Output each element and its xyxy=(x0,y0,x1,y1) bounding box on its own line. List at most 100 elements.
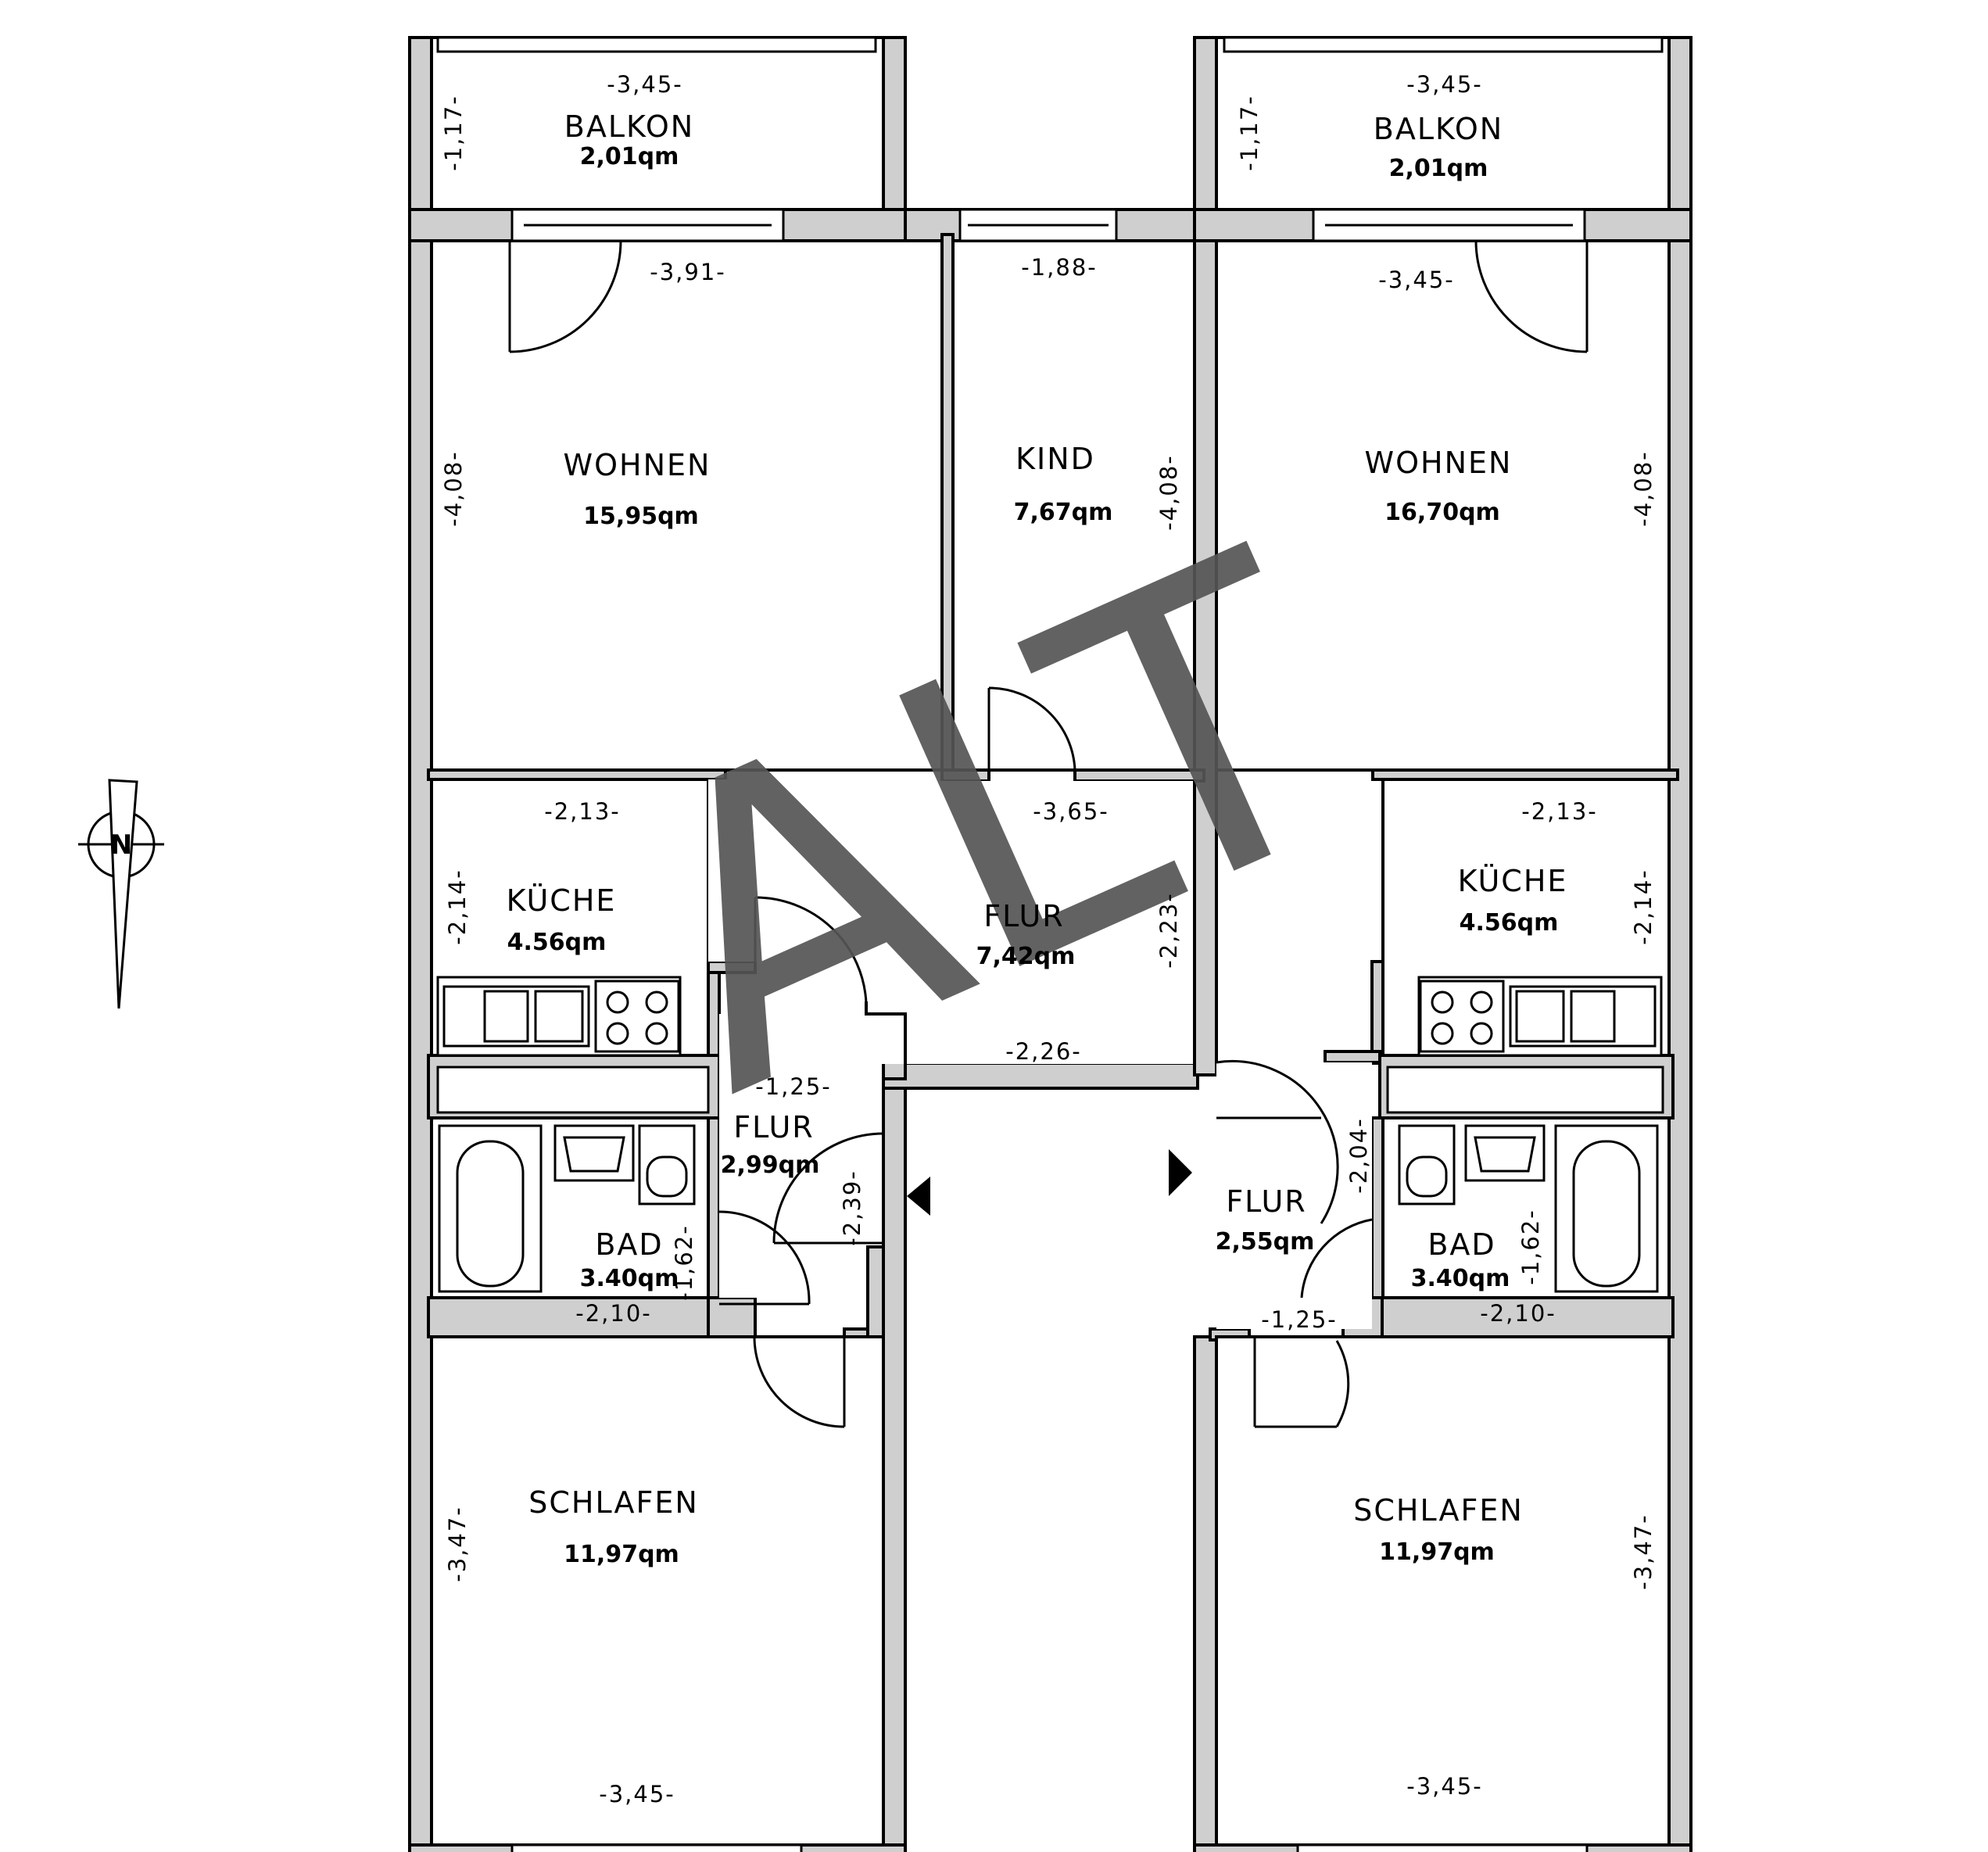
dimension-label: -3,47- xyxy=(1630,1513,1657,1590)
bath-right xyxy=(1398,1124,1659,1293)
room-name: WOHNEN xyxy=(1365,446,1513,480)
room-area: 2,55qm xyxy=(1216,1228,1315,1256)
door-swing xyxy=(1216,1059,1339,1224)
room-flur-right xyxy=(1216,1062,1372,1329)
dimension-label: -1,17- xyxy=(440,95,467,171)
room-wohnen-right xyxy=(1215,239,1671,772)
burner xyxy=(1431,1022,1454,1045)
burner xyxy=(645,990,668,1014)
room-wohnen-left xyxy=(430,239,944,772)
entrance-arrow-left xyxy=(907,1177,930,1216)
door-swing xyxy=(754,896,868,1004)
door-swing xyxy=(753,1336,845,1428)
door-swing xyxy=(1335,1340,1350,1428)
room-name: BAD xyxy=(595,1227,663,1262)
dimension-label: -2,04- xyxy=(1345,1117,1372,1194)
bathtub-inner xyxy=(1572,1140,1641,1288)
window xyxy=(1223,36,1664,53)
sink-basin xyxy=(1515,990,1565,1043)
wall xyxy=(1324,1050,1381,1064)
north-arrow-icon xyxy=(108,779,138,1009)
room-area: 11,97qm xyxy=(1379,1539,1495,1566)
dimension-label: -2,26- xyxy=(1005,1038,1082,1065)
dimension-label: -1,62- xyxy=(671,1224,697,1301)
dimension-label: -4,08- xyxy=(1630,450,1657,527)
wall xyxy=(1193,1335,1218,1852)
sink-basin xyxy=(483,990,529,1043)
bathtub-inner xyxy=(456,1140,525,1288)
dimension-labels: -3,45- -1,17- -3,91- -4,08- -1,88- -4,08… xyxy=(440,71,1657,1807)
burner xyxy=(645,1022,668,1045)
wall xyxy=(1370,960,1384,1065)
room-balkon-left xyxy=(430,36,885,211)
wall xyxy=(1667,36,1692,1852)
room-schlafen-right xyxy=(1215,1335,1671,1847)
room-area: 7,67qm xyxy=(1014,499,1113,526)
room-balkon-right xyxy=(1215,36,1671,211)
bath-left xyxy=(438,1124,696,1293)
dimension-label: -1,62- xyxy=(1517,1209,1544,1285)
window xyxy=(510,1843,803,1852)
toilet-bowl xyxy=(646,1155,688,1198)
compass: N xyxy=(78,779,164,1009)
dimension-label: -1,25- xyxy=(1261,1306,1338,1333)
door-swing xyxy=(1300,1218,1373,1299)
dimension-label: -1,88- xyxy=(1021,254,1098,281)
wall xyxy=(408,36,433,1852)
dimension-label: -3,45- xyxy=(1406,1773,1483,1800)
dimension-label: -3,65- xyxy=(1033,798,1109,825)
dimension-label: -2,14- xyxy=(444,869,471,945)
washbasin-bowl xyxy=(1474,1136,1536,1173)
burner xyxy=(1431,990,1454,1014)
room-name: KÜCHE xyxy=(1458,864,1568,898)
room-flur-center xyxy=(868,781,1195,1064)
burner xyxy=(1470,1022,1493,1045)
dimension-label: -2,10- xyxy=(575,1300,652,1327)
room-name: KIND xyxy=(1015,442,1095,476)
washbasin-bowl xyxy=(563,1136,625,1173)
room-name: BAD xyxy=(1427,1227,1495,1262)
room-name: WOHNEN xyxy=(564,448,711,482)
wall xyxy=(427,1296,721,1338)
burner xyxy=(1470,990,1493,1014)
dimension-label: -3,45- xyxy=(599,1781,675,1807)
room-area: 2,01qm xyxy=(1389,155,1488,182)
room-area: 11,97qm xyxy=(564,1541,679,1568)
flur-lines xyxy=(865,781,1196,1075)
room-area: 4.56qm xyxy=(507,929,607,956)
sink-basin xyxy=(534,990,584,1043)
stove xyxy=(594,980,680,1053)
door-swing xyxy=(718,1210,811,1305)
room-name: BALKON xyxy=(1374,112,1503,146)
entrance-markers xyxy=(907,1149,1192,1216)
wall xyxy=(882,1001,907,1852)
dimension-label: -4,08- xyxy=(440,450,467,527)
counter-front xyxy=(1386,1066,1664,1114)
room-name: FLUR xyxy=(733,1110,814,1145)
room-name: FLUR xyxy=(1226,1184,1306,1219)
room-name: KÜCHE xyxy=(507,883,617,918)
door-swing xyxy=(509,240,622,353)
room-area: 7,42qm xyxy=(976,943,1076,970)
room-flur-center-upper xyxy=(708,779,868,962)
room-name: SCHLAFEN xyxy=(1353,1493,1524,1528)
dimension-label: -3,91- xyxy=(650,259,726,285)
entrance-arrow-right xyxy=(1169,1149,1192,1196)
flur-areas xyxy=(708,779,1372,1329)
dimension-label: -1,17- xyxy=(1236,95,1263,171)
wall xyxy=(866,1245,885,1338)
sink-basin xyxy=(1570,990,1616,1043)
room-area: 3.40qm xyxy=(580,1265,679,1292)
burner xyxy=(606,990,629,1014)
compass-label: N xyxy=(110,829,132,861)
room-schlafen-left xyxy=(430,1335,885,1847)
dimension-label: -1,25- xyxy=(755,1073,832,1100)
dimension-label: -2,10- xyxy=(1480,1300,1556,1327)
room-name: BALKON xyxy=(564,109,694,144)
room-area: 3.40qm xyxy=(1411,1265,1510,1292)
flur-outline xyxy=(865,1003,907,1075)
dimension-label: -2,14- xyxy=(1630,869,1657,945)
room-area: 4.56qm xyxy=(1460,909,1559,937)
dimension-label: -3,45- xyxy=(1406,71,1483,98)
